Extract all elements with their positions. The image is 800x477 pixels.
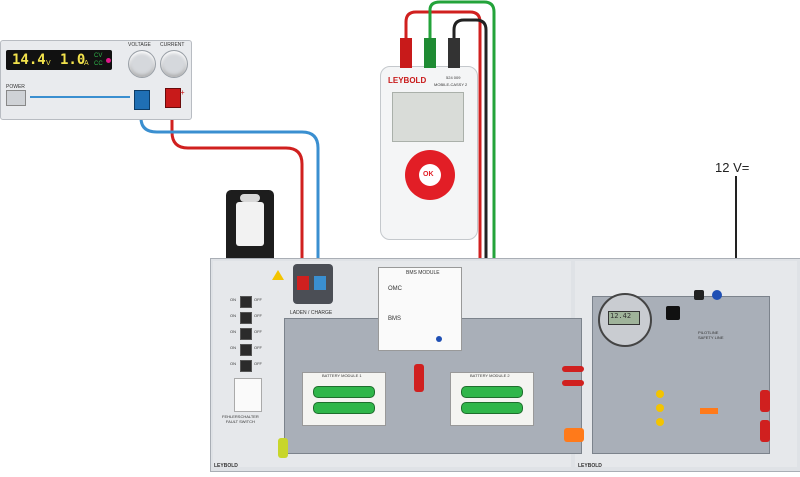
bms-module [378, 267, 462, 351]
device-model-2: MOBILE-CASSY 2 [434, 82, 468, 87]
status-led [106, 58, 111, 63]
bms-led [436, 336, 442, 342]
current-knob-label: CURRENT [160, 42, 185, 48]
resistor [700, 408, 718, 414]
orange-connector[interactable] [564, 428, 584, 442]
board-brand-right: LEYBOLD [578, 463, 602, 469]
ok-button[interactable] [419, 164, 441, 186]
fuse-right-2[interactable] [562, 380, 584, 386]
switch-on-label: ON [230, 313, 236, 318]
fuse-right-1[interactable] [562, 366, 584, 372]
fuse-right-4[interactable] [760, 420, 770, 442]
gauge-lcd [608, 311, 640, 325]
charger-window [236, 202, 264, 246]
psu-plus-socket[interactable] [165, 88, 181, 108]
voltage-unit: V [46, 60, 51, 67]
black-probe-plug[interactable] [448, 38, 460, 68]
fuse-right-3[interactable] [760, 390, 770, 412]
voltage-knob-label: VOLTAGE [128, 42, 151, 48]
ok-label: OK [423, 171, 434, 178]
bms-bms-label: BMS [388, 316, 402, 322]
power-switch[interactable] [6, 90, 26, 106]
wire-red-device [404, 10, 482, 318]
charge-plus-socket[interactable] [297, 276, 309, 290]
battery-1-label: BATTERY MODULE 1 [322, 373, 362, 378]
switch-on-label: ON [230, 329, 236, 334]
device-brand: LEYBOLD [388, 76, 427, 85]
psu-minus-socket[interactable] [134, 90, 150, 110]
voltage-knob[interactable] [128, 50, 156, 78]
switch-on-label: ON [230, 361, 236, 366]
battery-2-cell-b [461, 402, 523, 414]
charge-label: LADEN / CHARGE [290, 310, 333, 316]
switch-off-label: OFF [254, 297, 262, 302]
current-unit: A [84, 60, 89, 67]
switch-s3[interactable] [240, 328, 252, 340]
switch-off-label: OFF [254, 345, 262, 350]
switch-on-label: ON [230, 345, 236, 350]
ground-plug[interactable] [278, 438, 288, 458]
bms-omc-label: OMC [388, 286, 402, 292]
board-brand-left: LEYBOLD [214, 463, 238, 469]
battery-1-cell-a [313, 386, 375, 398]
current-readout: 1.0 [60, 52, 86, 68]
yellow-terminal-3[interactable] [656, 418, 664, 426]
charge-minus-socket[interactable] [314, 276, 326, 290]
red-probe-plug[interactable] [400, 38, 412, 68]
battery-2-label: BATTERY MODULE 2 [470, 373, 510, 378]
switch-on-label: ON [230, 297, 236, 302]
switch-off-label: OFF [254, 361, 262, 366]
device-screen [392, 92, 464, 142]
power-label: POWER [6, 84, 25, 90]
yellow-terminal-2[interactable] [656, 404, 664, 412]
usb-socket[interactable] [666, 306, 680, 320]
dc-socket[interactable] [694, 290, 704, 300]
switch-off-label: OFF [254, 313, 262, 318]
fault-switch-box[interactable] [234, 378, 262, 412]
gauge-value: 12.42 [610, 312, 632, 320]
yellow-terminal-1[interactable] [656, 390, 664, 398]
wire-blue-psu [139, 104, 320, 276]
battery-module-2 [450, 372, 534, 426]
bms-title: BMS MODULE [406, 270, 440, 276]
voltage-readout: 14.4 [12, 52, 46, 68]
switch-s2[interactable] [240, 312, 252, 324]
ready-led [712, 290, 722, 300]
switch-s5[interactable] [240, 360, 252, 372]
battery-2-cell-a [461, 386, 523, 398]
safety-line-label: PILOTLINE SAFETY LINE [698, 330, 724, 340]
green-probe-plug[interactable] [424, 38, 436, 68]
battery-module-1 [302, 372, 386, 426]
psu-display [6, 50, 112, 70]
wire-green-device [428, 0, 496, 318]
fault-switch-label: FEHLERSCHALTER FAULT SWITCH [222, 414, 259, 424]
wire-red-psu [170, 100, 304, 276]
device-model-1: 524 009 [446, 75, 461, 80]
psu-blue-line [30, 96, 130, 98]
cc-indicator: CC [94, 61, 103, 67]
external-12v-label: 12 V= [715, 160, 750, 175]
charger-handle[interactable] [240, 194, 260, 202]
switch-off-label: OFF [254, 329, 262, 334]
fuse-center[interactable] [414, 364, 424, 392]
switch-s4[interactable] [240, 344, 252, 356]
cv-indicator: CV [94, 53, 103, 59]
wire-black-device [452, 18, 488, 348]
plus-sign: + [180, 88, 185, 97]
current-knob[interactable] [160, 50, 188, 78]
switch-s1[interactable] [240, 296, 252, 308]
warning-icon [272, 270, 284, 280]
battery-1-cell-b [313, 402, 375, 414]
